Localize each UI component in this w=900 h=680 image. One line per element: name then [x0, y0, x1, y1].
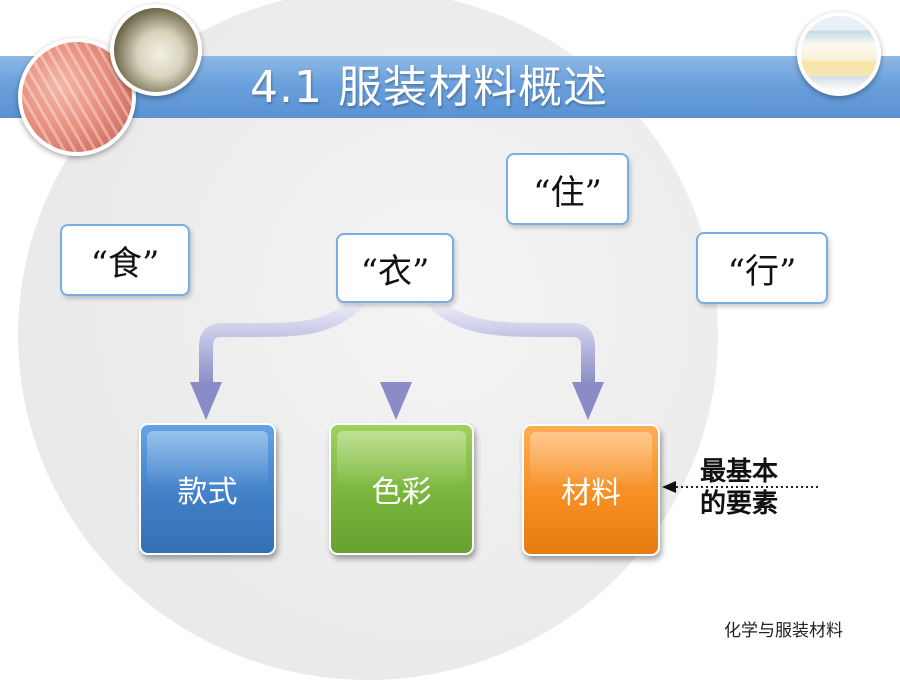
basic-element-note: 最基本的要素 — [700, 457, 779, 519]
keyword-food: “食” — [60, 224, 190, 296]
arrow-to-style — [199, 294, 365, 384]
cotton-photo — [110, 4, 202, 96]
footer-text: 化学与服装材料 — [724, 621, 843, 641]
keyword-travel: “行” — [696, 232, 828, 304]
color-label: 色彩 — [371, 475, 432, 510]
arrowhead-material — [572, 382, 604, 420]
style-card: 款式 — [139, 423, 276, 555]
material-label: 材料 — [561, 476, 621, 511]
slide-title: 4.1 服装材料概述 — [250, 62, 608, 113]
towels-photo — [797, 12, 881, 96]
style-label: 款式 — [177, 475, 238, 510]
arrowhead-style — [190, 382, 222, 420]
material-card: 材料 — [522, 424, 660, 556]
keyword-housing: “住” — [506, 153, 629, 225]
arrowhead-color — [380, 382, 412, 420]
color-card: 色彩 — [329, 423, 474, 555]
arrow-to-material — [426, 295, 595, 384]
note-pointer-head — [662, 481, 676, 493]
keyword-clothing: “衣” — [336, 233, 454, 303]
